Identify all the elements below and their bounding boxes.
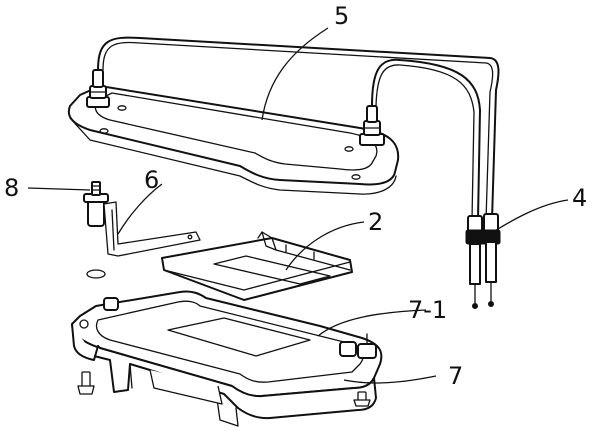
label-lid: 5 [334, 2, 349, 30]
terminal-part [83, 181, 109, 279]
label-tank-rim: 7-1 [408, 296, 447, 324]
reference-labels: 5 4 2 6 8 7-1 7 [4, 2, 587, 390]
lid-part [67, 69, 400, 195]
label-electrode-strip: 6 [144, 166, 159, 194]
electrode-strip-part [103, 201, 201, 257]
label-rack: 2 [368, 208, 383, 236]
tank-part [71, 290, 383, 427]
label-leads: 4 [572, 184, 587, 212]
plug-leads-part [465, 213, 501, 309]
leader-lines [27, 27, 569, 384]
label-terminal: 8 [4, 174, 19, 202]
cable-wires [97, 36, 500, 221]
label-tank: 7 [448, 362, 463, 390]
gel-rack-part [161, 231, 353, 301]
